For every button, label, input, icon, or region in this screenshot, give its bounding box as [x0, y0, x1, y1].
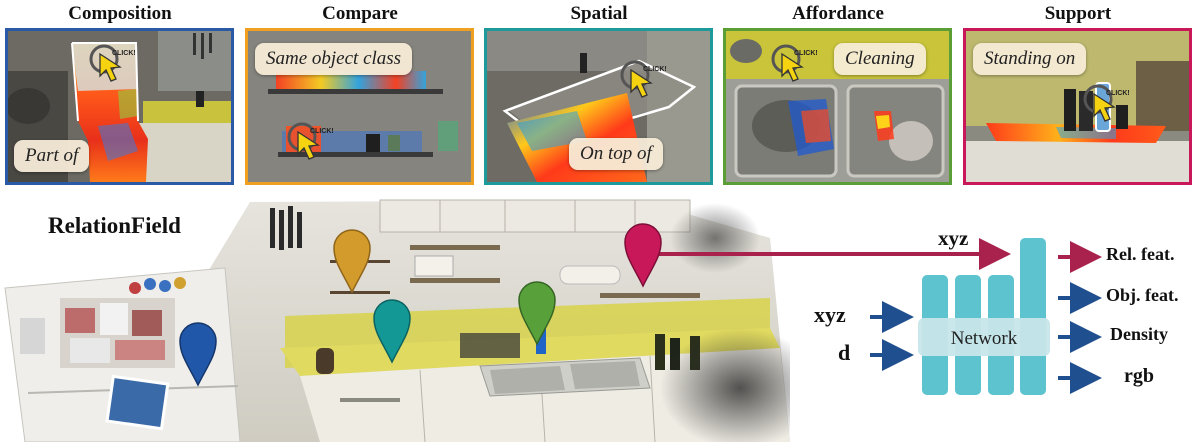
map-pin-icon: [179, 322, 217, 387]
top-input-xyz: xyz: [938, 226, 969, 250]
network-label: Network: [951, 328, 1018, 349]
input-label-d: d: [838, 340, 851, 365]
callout-part-of: Part of: [14, 140, 90, 172]
output-label-rel-feat: Rel. feat.: [1106, 244, 1175, 264]
map-pin-icon: [333, 229, 371, 294]
click-cursor-icon: CLICK!: [89, 44, 136, 82]
network-box: [918, 318, 1050, 356]
output-label-rgb: rgb: [1124, 365, 1154, 387]
panel-title-support: Support: [1044, 3, 1112, 24]
svg-text:CLICK!: CLICK!: [310, 128, 334, 135]
svg-text:CLICK!: CLICK!: [643, 66, 667, 73]
panel-support: CLICK! Standing on: [963, 28, 1192, 185]
pin-compare: [333, 229, 371, 294]
panel-title-affordance: Affordance: [792, 3, 884, 24]
input-label-xyz: xyz: [814, 302, 846, 327]
click-cursor-icon: CLICK!: [771, 44, 818, 82]
output-label-obj-feat: Obj. feat.: [1106, 285, 1179, 305]
svg-text:CLICK!: CLICK!: [794, 50, 818, 57]
panel-title-compare: Compare: [322, 3, 398, 24]
callout-same-object-class: Same object class: [255, 43, 413, 75]
output-label-density: Density: [1110, 324, 1168, 344]
map-pin-icon: [518, 281, 556, 346]
pin-support: [624, 223, 662, 288]
network-layer-4: [1020, 238, 1046, 395]
panel-composition: CLICK! Part of: [5, 28, 234, 185]
click-cursor-icon: CLICK!: [1083, 84, 1130, 122]
callout-cleaning: Cleaning: [834, 43, 926, 75]
click-cursor-icon: CLICK!: [620, 60, 667, 98]
panel-title-composition: Composition: [68, 3, 172, 24]
pin-spatial: [373, 299, 411, 364]
pin-affordance: [518, 281, 556, 346]
map-pin-icon: [624, 223, 662, 288]
relationfield-title: RelationField: [48, 213, 181, 238]
panel-affordance: CLICK! Cleaning: [723, 28, 952, 185]
panel-title-spatial: Spatial: [570, 3, 628, 24]
svg-text:CLICK!: CLICK!: [1106, 90, 1130, 97]
panel-compare: CLICK! Same object class: [245, 28, 474, 185]
map-pin-icon: [373, 299, 411, 364]
pin-composition: [179, 322, 217, 387]
panel-spatial: CLICK! On top of: [484, 28, 713, 185]
composition-scene: CLICK!: [8, 31, 231, 182]
callout-standing-on: Standing on: [973, 43, 1087, 75]
svg-text:CLICK!: CLICK!: [112, 50, 136, 57]
click-cursor-icon: CLICK!: [287, 122, 334, 160]
callout-on-top-of: On top of: [569, 138, 663, 170]
